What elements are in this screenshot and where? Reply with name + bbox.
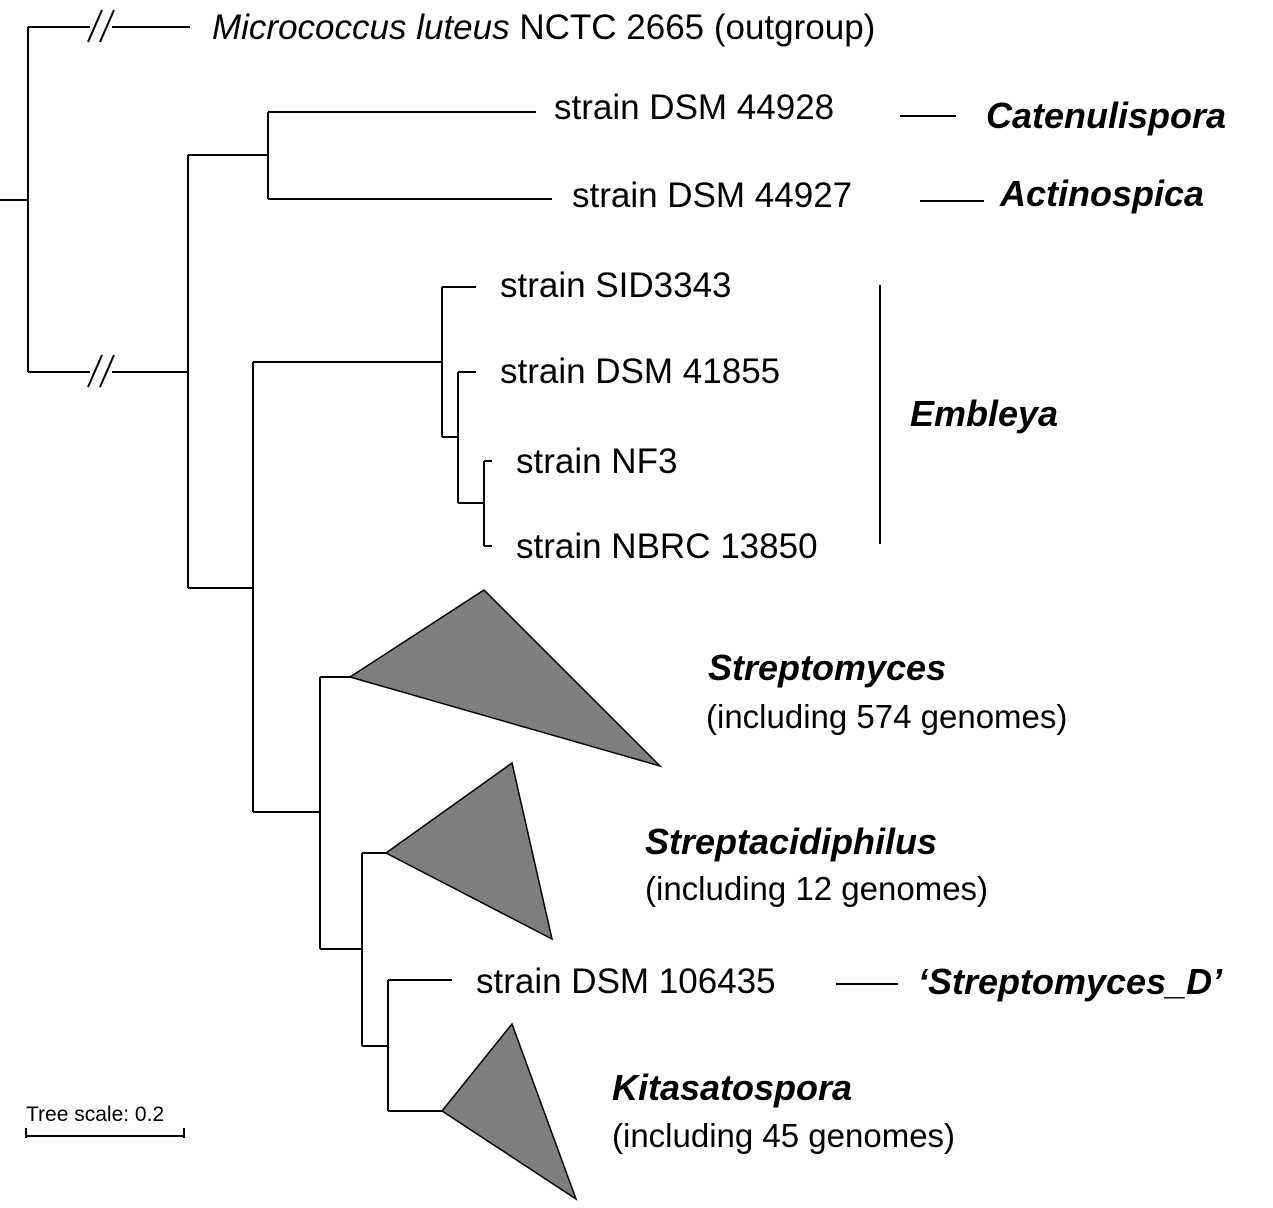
genus-label-catenulispora: Catenulispora [986, 95, 1227, 136]
break-mark [87, 354, 103, 388]
break-mark [99, 9, 115, 43]
collapsed-clade-streptomyces [348, 589, 663, 768]
scale-bar-label: Tree scale: 0.2 [26, 1103, 165, 1126]
leaf-label-nbrc13850: strain NBRC 13850 [516, 527, 818, 566]
genus-label-streptomyces: Streptomyces [708, 647, 947, 688]
genome-count-kitasatospora: (including 45 genomes) [612, 1117, 956, 1154]
collapsed-clade-kitasatospora [440, 1022, 578, 1201]
genus-label-kitasatospora: Kitasatospora [612, 1067, 853, 1108]
leaf-label-dsm106435: strain DSM 106435 [476, 962, 776, 1001]
collapsed-clade-streptacidiphilus [384, 761, 554, 941]
break-mark [99, 354, 115, 388]
tree-branches [0, 9, 984, 1138]
genome-count-streptomyces: (including 574 genomes) [706, 698, 1068, 735]
leaf-label-dsm41855: strain DSM 41855 [500, 352, 781, 391]
leaf-label-dsm44928: strain DSM 44928 [554, 88, 835, 127]
genus-label-embleya: Embleya [910, 393, 1059, 434]
leaf-label-sid3343: strain SID3343 [500, 266, 732, 305]
outgroup-label: Micrococcus luteus NCTC 2665 (outgroup) [212, 8, 875, 48]
genome-count-streptacidiphilus: (including 12 genomes) [645, 870, 989, 907]
genus-label-streptomyces-d: ‘Streptomyces_D’ [918, 961, 1223, 1002]
break-mark [87, 9, 103, 43]
leaf-label-dsm44927: strain DSM 44927 [572, 176, 853, 215]
genus-label-actinospica: Actinospica [1000, 173, 1205, 214]
outgroup-strain: NCTC 2665 (outgroup) [509, 8, 876, 47]
outgroup-species: Micrococcus luteus [212, 8, 510, 47]
genus-label-streptacidiphilus: Streptacidiphilus [645, 821, 938, 862]
collapsed-clades [348, 589, 663, 1201]
leaf-label-nf3: strain NF3 [516, 442, 678, 481]
